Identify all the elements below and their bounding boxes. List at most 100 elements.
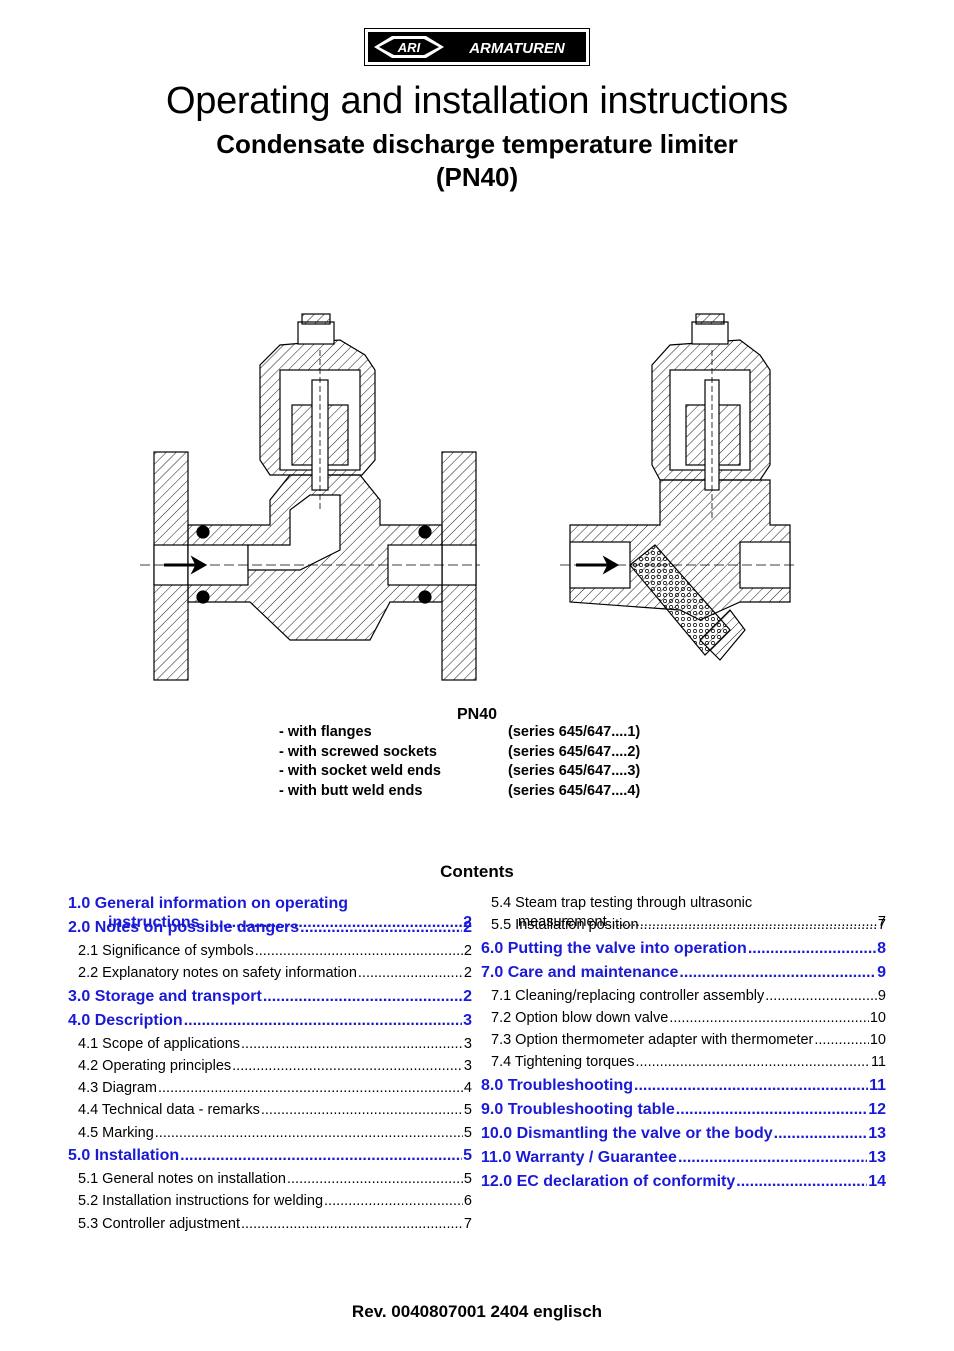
toc-entry-title: 4.3 Diagram	[78, 1080, 157, 1097]
toc-page-number: 2	[463, 987, 472, 1005]
toc-page-number: 6	[463, 1193, 472, 1210]
toc-leader	[261, 1102, 463, 1118]
toc-page-number: 7	[463, 1215, 472, 1232]
svg-text:ARI: ARI	[397, 40, 421, 55]
toc-leader	[358, 965, 463, 981]
toc-entry[interactable]: 4.3 Diagram4	[68, 1080, 472, 1102]
toc-entry-title: 5.1 General notes on installation	[78, 1171, 286, 1188]
toc-entry[interactable]: 2.1 Significance of symbols 2	[68, 943, 472, 965]
toc-leader	[241, 1036, 463, 1052]
toc-entry[interactable]: 3.0 Storage and transport 2	[68, 988, 472, 1012]
toc-entry-title: 7.2 Option blow down valve	[491, 1009, 669, 1026]
toc-entry[interactable]: 5.1 General notes on installation5	[68, 1171, 472, 1193]
toc-leader	[676, 1101, 867, 1119]
toc-leader	[287, 1171, 463, 1187]
toc-entry[interactable]: 5.4 Steam trap testing through ultrasoni…	[481, 895, 886, 930]
toc-entry-title: instructions	[108, 914, 200, 931]
toc-entry-title: 2.0 Notes on possible dangers	[68, 919, 300, 936]
toc-entry[interactable]: 4.1 Scope of applications 3	[68, 1036, 472, 1058]
toc-entry-title: measurement	[518, 914, 607, 930]
toc-leader	[634, 1077, 868, 1095]
toc-entry[interactable]: 11.0 Warranty / Guarantee 13	[481, 1149, 886, 1173]
toc-page-number: 3	[463, 1057, 472, 1074]
revision-footer: Rev. 0040807001 2404 englisch	[351, 1302, 603, 1321]
toc-entry[interactable]: 4.5 Marking 5	[68, 1125, 472, 1147]
toc-leader	[300, 919, 462, 937]
valve-cross-section-drawings	[140, 313, 795, 681]
toc-leader	[184, 1012, 462, 1030]
toc-leader	[263, 988, 462, 1006]
toc-leader	[669, 1010, 869, 1026]
toc-entry[interactable]: 4.2 Operating principles 3	[68, 1058, 472, 1080]
contents-heading: Contents	[440, 862, 514, 881]
variants-heading: PN40	[456, 706, 498, 723]
toc-page-number: 2	[463, 919, 472, 936]
toc-entry-title: 5.3 Controller adjustment	[78, 1215, 240, 1232]
toc-leader	[158, 1080, 463, 1096]
toc-entry-title: 4.1 Scope of applications	[78, 1035, 241, 1052]
toc-entry[interactable]: 8.0 Troubleshooting 11	[481, 1077, 886, 1101]
toc-entry[interactable]: 5.2 Installation instructions for weldin…	[68, 1193, 472, 1215]
toc-entry[interactable]: 4.4 Technical data - remarks 5	[68, 1102, 472, 1124]
toc-entry[interactable]: 7.0 Care and maintenance 9	[481, 964, 886, 988]
toc-leader	[774, 1125, 868, 1143]
toc-leader	[180, 1147, 462, 1165]
toc-entry-title: 12.0 EC declaration of conformity	[481, 1172, 736, 1190]
toc-leader	[155, 1125, 463, 1141]
toc-entry-title: 8.0 Troubleshooting	[481, 1076, 634, 1094]
toc-leader	[640, 917, 877, 933]
toc-entry-title: 5.0 Installation	[68, 1147, 180, 1165]
toc-leader	[255, 943, 463, 959]
flanged-valve-drawing	[140, 313, 480, 681]
toc-page-number: 11	[869, 1076, 886, 1094]
brand-text: ARMATUREN	[468, 40, 566, 57]
toc-entry-title: 7.0 Care and maintenance	[481, 963, 679, 981]
toc-leader	[636, 1054, 870, 1070]
toc-page-number: 2	[463, 965, 472, 982]
toc-page-number: 9	[877, 963, 886, 981]
toc-entry[interactable]: 4.0 Description3	[68, 1012, 472, 1036]
toc-entry[interactable]: 6.0 Putting the valve into operation 8	[481, 940, 886, 964]
toc-entry[interactable]: 7.1 Cleaning/replacing controller assemb…	[481, 988, 886, 1010]
toc-entry-title: 4.4 Technical data - remarks	[78, 1102, 260, 1119]
variant-row: - with screwed sockets(series 645/647...…	[279, 743, 641, 760]
toc-entry[interactable]: 7.4 Tightening torques11	[481, 1054, 886, 1076]
toc-entry[interactable]: 7.2 Option blow down valve 10	[481, 1010, 886, 1032]
toc-entry[interactable]: 5.3 Controller adjustment 7	[68, 1216, 472, 1238]
variants-list: - with flanges(series 645/647....1) - wi…	[279, 724, 640, 802]
toc-entry-title: 7.3 Option thermometer adapter with ther…	[491, 1032, 814, 1049]
toc-leader	[736, 1173, 867, 1191]
toc-entry-title: 10.0 Dismantling the valve or the body	[481, 1124, 773, 1142]
toc-entry[interactable]: 5.0 Installation 5	[68, 1147, 472, 1171]
toc-entry[interactable]: 7.3 Option thermometer adapter with ther…	[481, 1032, 886, 1054]
toc-entry-title: 6.0 Putting the valve into operation	[481, 939, 747, 957]
toc-page-number: 8	[877, 939, 886, 957]
toc-entry[interactable]: 2.2 Explanatory notes on safety informat…	[68, 965, 472, 987]
document-subtitle: Condensate discharge temperature limiter…	[216, 129, 738, 192]
toc-entry-title: 7.1 Cleaning/replacing controller assemb…	[491, 987, 765, 1004]
toc-page-number: 7	[877, 914, 886, 930]
toc-leader	[232, 1058, 463, 1074]
toc-entry[interactable]: 5.5 Installation position 7	[481, 917, 886, 939]
toc-page-number: 14	[868, 1172, 886, 1190]
toc-page-number: 2	[463, 914, 472, 931]
toc-entry[interactable]: 2.0 Notes on possible dangers 2	[68, 919, 472, 943]
document-title: Operating and installation instructions	[166, 80, 788, 122]
toc-page-number: 3	[463, 1035, 472, 1052]
toc-leader	[324, 1193, 463, 1209]
toc-entry[interactable]: 10.0 Dismantling the valve or the body 1…	[481, 1125, 886, 1149]
toc-page-number: 10	[869, 1032, 886, 1049]
ari-armaturen-logo: ARI ARMATUREN	[364, 28, 590, 66]
toc-entry-title: 5.5 Installation position	[491, 917, 639, 934]
screwed-socket-valve-drawing	[560, 313, 795, 661]
variant-row: - with flanges(series 645/647....1)	[279, 724, 641, 740]
toc-entry-title: 9.0 Troubleshooting table	[481, 1100, 675, 1118]
toc-page-number: 5	[463, 1147, 472, 1165]
toc-entry[interactable]: 12.0 EC declaration of conformity 14	[481, 1173, 886, 1197]
toc-page-number: 12	[868, 1100, 886, 1118]
toc-leader	[241, 1216, 463, 1232]
toc-page-number: 5	[463, 1124, 472, 1141]
toc-entry[interactable]: 9.0 Troubleshooting table 12	[481, 1101, 886, 1125]
